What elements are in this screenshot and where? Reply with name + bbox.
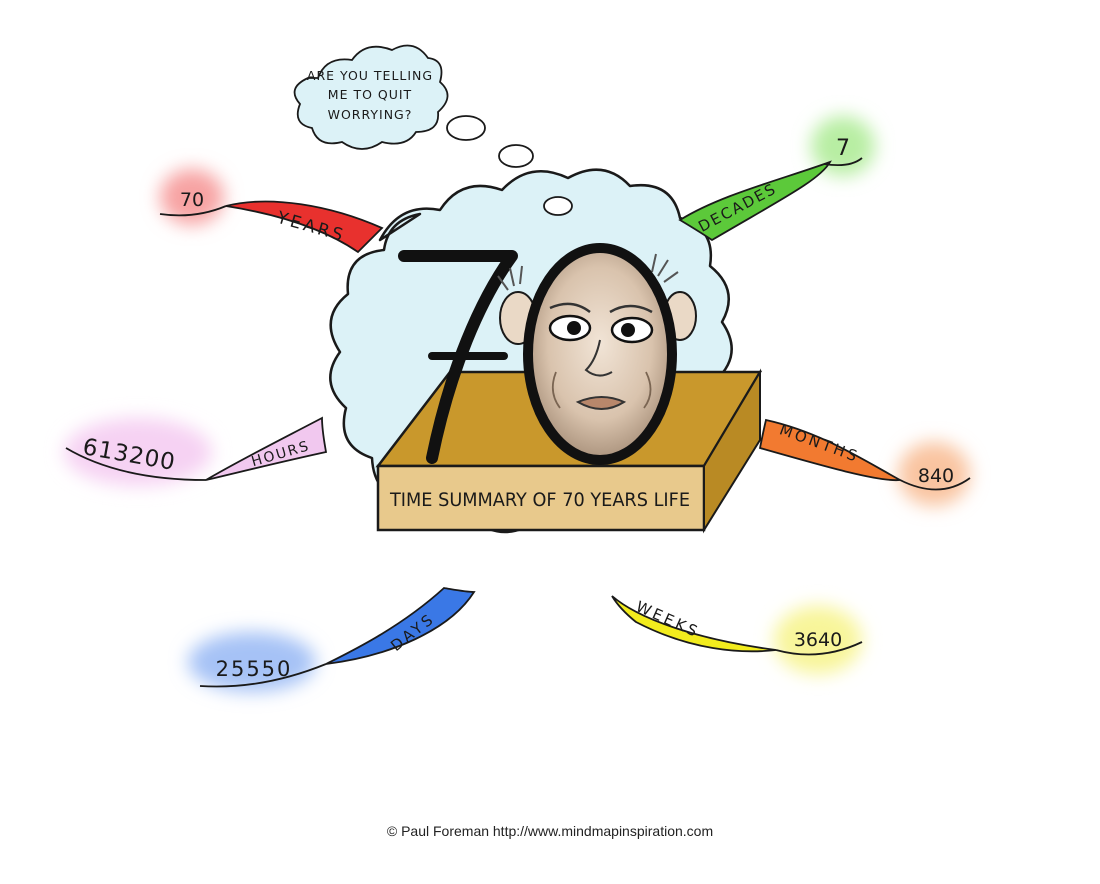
hours-glow	[64, 418, 212, 486]
months-value: 840	[918, 465, 954, 487]
thought-line-1: ARE YOU TELLING	[307, 68, 433, 83]
decades-value: 7	[836, 136, 850, 161]
years-branch-shape	[225, 200, 384, 254]
box-side	[703, 368, 761, 534]
copyright-credit: © Paul Foreman http://www.mindmapinspira…	[386, 823, 714, 839]
branch-months: MONTHS 840	[758, 418, 971, 506]
branch-decades: DECADES 7	[678, 116, 875, 242]
weeks-value: 3640	[794, 629, 842, 651]
face-egg	[523, 243, 677, 465]
hair-icon	[497, 253, 679, 291]
thought-bubble-trail	[446, 115, 573, 216]
branch-days: DAYS 25550	[188, 587, 476, 692]
weeks-branch-shape	[611, 595, 777, 653]
box-label: TIME SUMMARY OF 70 YEARS LIFE	[389, 489, 690, 511]
hours-branch-shape	[205, 416, 328, 481]
mouth-icon	[575, 396, 627, 410]
big-seven	[398, 250, 518, 464]
branch-years: YEARS 70	[159, 169, 384, 254]
days-value: 25550	[216, 657, 293, 681]
nose-icon	[584, 339, 613, 377]
speech-cloud: ARE YOU TELLING ME TO QUIT WORRYING?	[293, 44, 449, 150]
branch-hours: HOURS 613200	[64, 416, 328, 486]
face-zero	[497, 243, 697, 465]
decades-branch-shape	[678, 160, 832, 242]
years-value: 70	[180, 189, 204, 211]
days-branch-shape	[325, 587, 476, 665]
months-branch-shape	[758, 418, 903, 482]
months-glow	[898, 442, 970, 506]
thought-line-3: WORRYING?	[328, 107, 413, 122]
years-glow	[160, 169, 224, 225]
branch-weeks: WEEKS 3640	[611, 595, 863, 674]
weeks-glow	[774, 606, 862, 674]
thought-line-2: ME TO QUIT	[328, 87, 412, 102]
